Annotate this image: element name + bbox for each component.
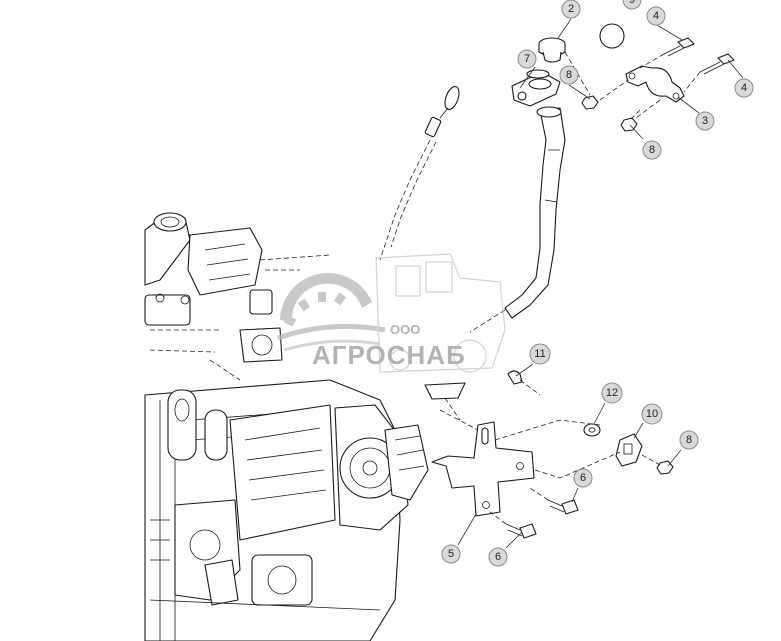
bolt-part-low: [505, 523, 537, 539]
callout-3: 3: [695, 111, 715, 131]
bolt-part-top: [663, 37, 695, 57]
svg-text:4: 4: [741, 82, 747, 94]
spacer-part: [615, 433, 643, 467]
callout-leaders: [457, 18, 744, 549]
plug-part: [599, 23, 625, 49]
callout-6-mid: 6: [573, 468, 593, 488]
svg-text:2: 2: [568, 3, 574, 15]
nut-part-b: [620, 117, 638, 132]
svg-text:5: 5: [448, 548, 454, 560]
dipstick: [379, 85, 460, 261]
callout-10: 10: [641, 403, 663, 425]
bolt-part-mid: [547, 499, 579, 515]
callout-12: 12: [601, 382, 623, 404]
bolt-part-right: [699, 53, 735, 75]
svg-text:4: 4: [653, 10, 659, 22]
svg-text:7: 7: [524, 53, 530, 65]
svg-text:8: 8: [566, 69, 572, 81]
filler-cap-part: [538, 37, 566, 63]
upper-engine-components: [144, 212, 331, 381]
callout-6-low: 6: [488, 547, 508, 567]
callout-8-top: 8: [559, 65, 579, 85]
washer-part: [583, 423, 601, 437]
clip-part: [507, 370, 541, 396]
assembly-lines-top: [564, 51, 701, 121]
oil-filler-tube: [469, 106, 566, 333]
callout-7: 7: [517, 49, 537, 69]
mounting-bracket-part: [431, 421, 535, 517]
svg-text:9: 9: [629, 0, 635, 6]
svg-text:3: 3: [702, 115, 708, 127]
callout-11: 11: [529, 343, 551, 365]
watermark-logo: ООО АГРОСНАБ: [277, 253, 506, 373]
clamp-bracket-part: [625, 65, 685, 103]
callout-4-right: 4: [734, 78, 754, 98]
callout-2: 2: [561, 0, 581, 19]
svg-text:6: 6: [580, 472, 586, 484]
nut-part-a: [581, 95, 599, 110]
callout-4-top: 4: [646, 6, 666, 26]
callout-8-bottom: 8: [679, 430, 699, 450]
svg-text:8: 8: [649, 144, 655, 156]
svg-text:8: 8: [686, 434, 692, 446]
svg-text:12: 12: [606, 387, 618, 399]
engine-block: [144, 379, 466, 641]
watermark-brand: АГРОСНАБ: [312, 340, 466, 370]
svg-text:11: 11: [534, 348, 545, 360]
callout-8-mid: 8: [642, 140, 662, 160]
assembly-lines-bottom: [439, 409, 661, 525]
watermark-prefix: ООО: [390, 322, 420, 337]
callout-5: 5: [441, 544, 461, 564]
callout-9: 9: [622, 0, 642, 10]
tube-flange-part: [511, 69, 561, 107]
svg-text:10: 10: [646, 408, 658, 420]
svg-text:6: 6: [495, 551, 501, 563]
